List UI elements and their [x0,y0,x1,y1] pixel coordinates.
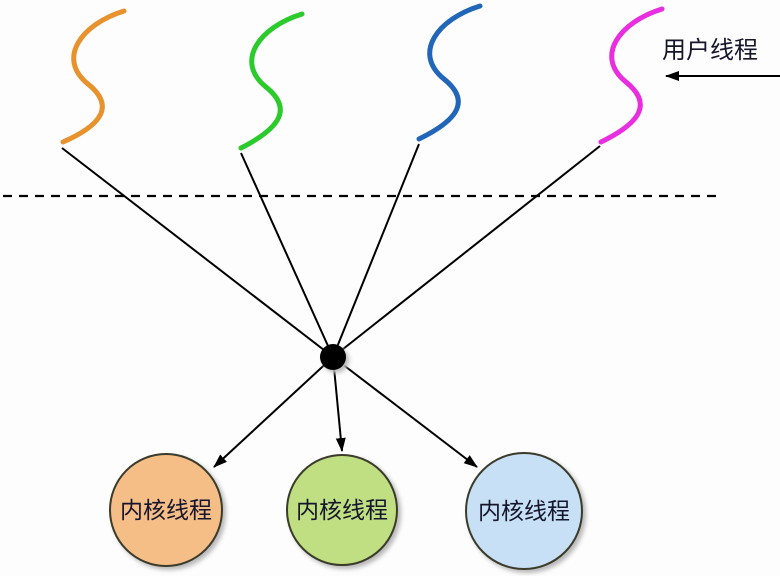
connector-user-1-to-junction [61,147,334,358]
user-thread-squiggle-2 [238,11,305,151]
kernel-thread-circle-3 [465,452,583,570]
connector-user-2-to-junction [240,152,334,358]
kernel-thread-label-2: 内核线程 [296,497,388,523]
kernel-thread-label-3: 内核线程 [478,498,570,524]
junction-dot [320,344,346,370]
user-thread-squiggle-1 [60,8,127,145]
connector-user-3-to-junction [332,143,420,358]
kernel-thread-label-1: 内核线程 [120,497,212,523]
kernel-thread-circle-1 [109,453,223,567]
arrow-junction-to-kernel-3 [332,356,478,468]
user-thread-squiggle-4 [598,6,665,145]
user-thread-label: 用户线程 [662,37,758,64]
connector-user-4-to-junction [332,145,601,358]
user-thread-squiggle-3 [416,3,483,142]
arrow-junction-to-kernel-2 [332,356,346,452]
kernel-thread-circle-2 [286,454,398,566]
arrow-junction-to-kernel-1 [213,356,334,468]
